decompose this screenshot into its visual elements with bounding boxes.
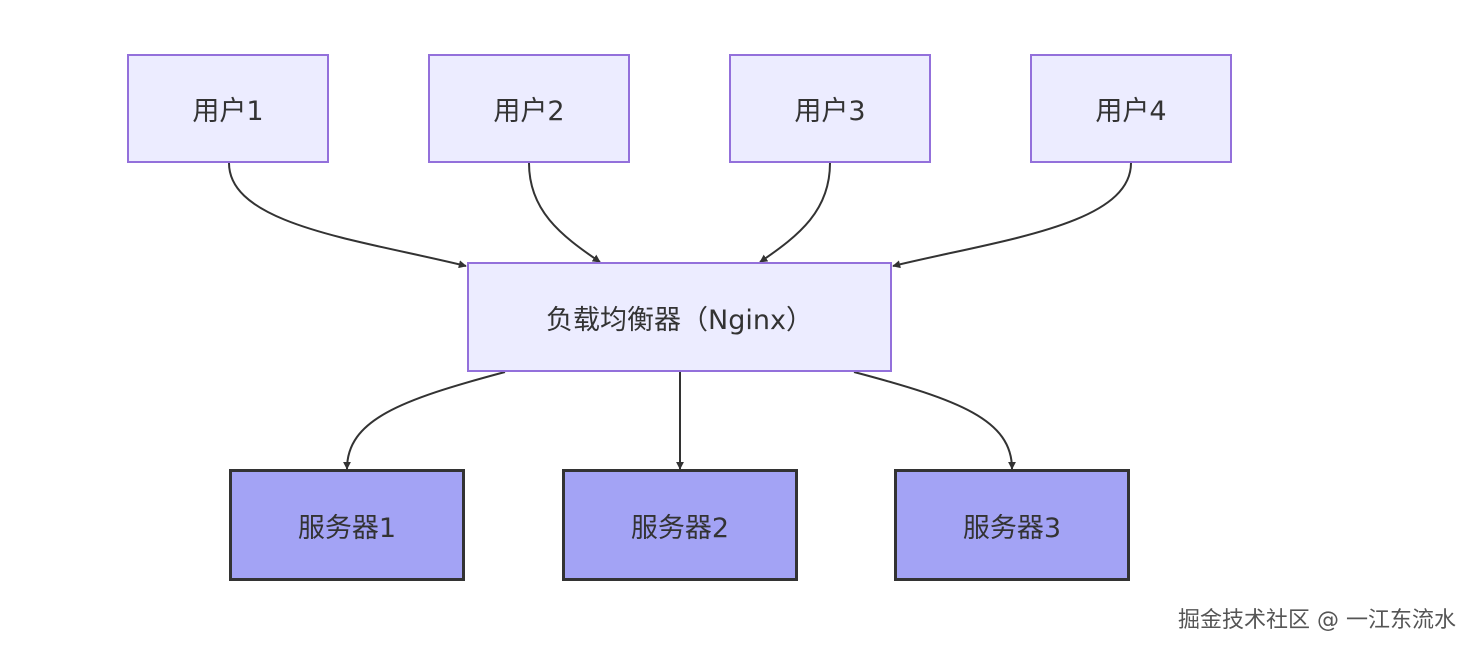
user-node-3: 用户3 <box>729 54 931 163</box>
load-balancer-label: 负载均衡器（Nginx） <box>546 304 813 336</box>
user-node-1: 用户1 <box>127 54 329 163</box>
edge-user3-to-lb <box>759 162 831 263</box>
edge-user1-to-lb <box>228 162 467 269</box>
edge-lb-to-server3 <box>853 371 1016 470</box>
user-node-label: 用户1 <box>192 96 264 127</box>
edge-user2-to-lb <box>528 162 601 263</box>
server-node-1: 服务器1 <box>229 469 465 581</box>
edge-lb-to-server1 <box>343 371 506 470</box>
user-node-label: 用户4 <box>1095 96 1167 127</box>
user-node-2: 用户2 <box>428 54 630 163</box>
user-node-label: 用户2 <box>493 96 565 127</box>
server-node-label: 服务器2 <box>630 512 730 544</box>
user-node-label: 用户3 <box>794 96 866 127</box>
server-node-2: 服务器2 <box>562 469 798 581</box>
load-balancer-node: 负载均衡器（Nginx） <box>467 262 892 372</box>
edge-user4-to-lb <box>892 162 1132 269</box>
user-node-4: 用户4 <box>1030 54 1232 163</box>
server-node-label: 服务器3 <box>962 512 1062 544</box>
watermark: 掘金技术社区 @ 一江东流水 <box>1178 608 1456 633</box>
server-node-3: 服务器3 <box>894 469 1130 581</box>
server-node-label: 服务器1 <box>297 512 397 544</box>
